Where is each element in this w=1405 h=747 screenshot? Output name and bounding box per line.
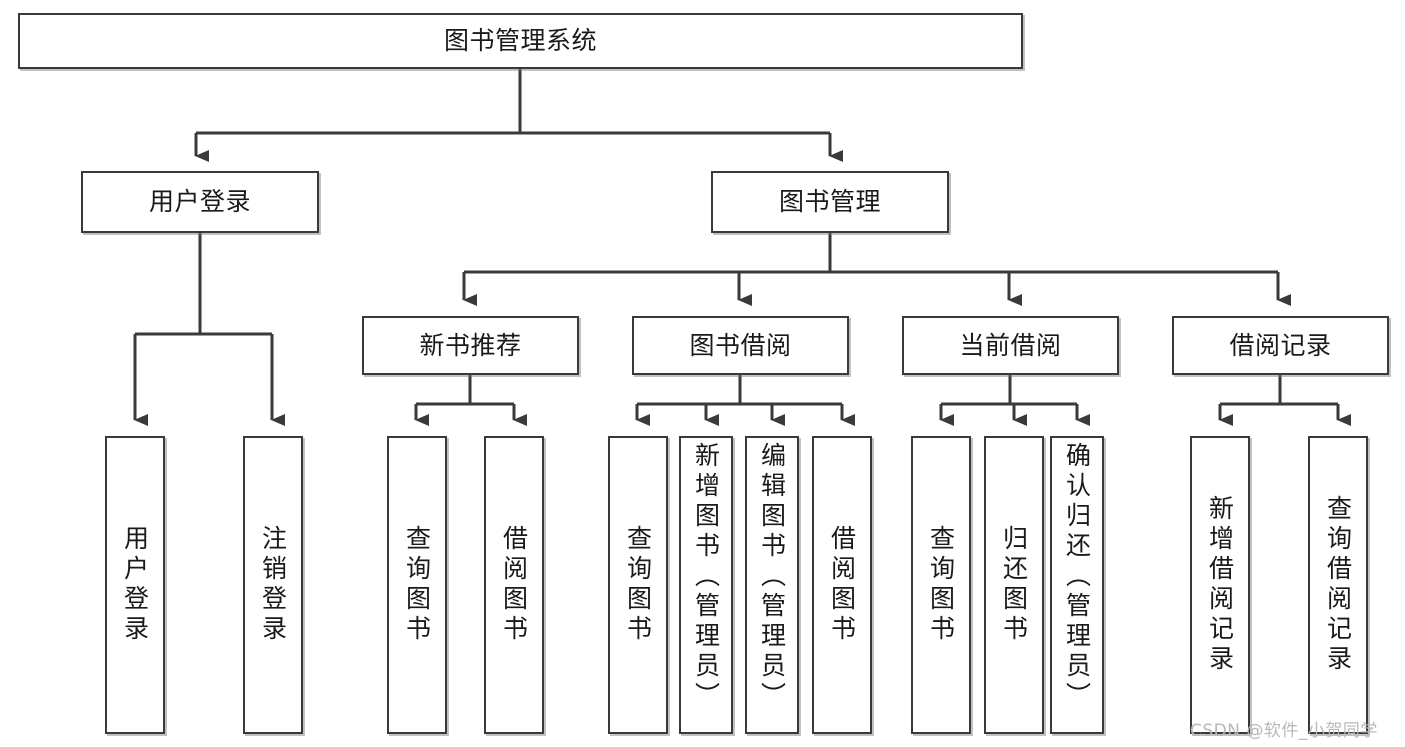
leaf-add-borrow-record-label: 新增借阅记录: [1205, 495, 1235, 675]
leaf-borrow-book-recommend[interactable]: 借阅图书: [484, 436, 544, 734]
node-new-book-recommend-label: 新书推荐: [419, 330, 522, 360]
node-root-label: 图书管理系统: [443, 26, 597, 56]
leaf-query-book-current[interactable]: 查询图书: [911, 436, 971, 734]
node-book-management[interactable]: 图书管理: [711, 171, 949, 233]
leaf-query-borrow-record[interactable]: 查询借阅记录: [1308, 436, 1368, 734]
csdn-watermark: CSDN @软件_小贺同学: [1190, 721, 1378, 741]
leaf-borrow-book[interactable]: 借阅图书: [812, 436, 872, 734]
leaf-edit-book-admin[interactable]: 编辑图书（管理员）: [745, 436, 799, 734]
leaf-add-book-admin[interactable]: 新增图书（管理员）: [679, 436, 733, 734]
node-current-borrow-label: 当前借阅: [959, 330, 1062, 360]
leaf-logout[interactable]: 注销登录: [243, 436, 303, 734]
leaf-user-login-label: 用户登录: [120, 525, 150, 645]
leaf-return-book-label: 归还图书: [999, 525, 1029, 645]
leaf-logout-label: 注销登录: [258, 525, 288, 645]
node-user-login-label: 用户登录: [148, 187, 251, 217]
leaf-query-book-borrow-label: 查询图书: [623, 525, 653, 645]
node-book-management-label: 图书管理: [778, 187, 881, 217]
leaf-query-borrow-record-label: 查询借阅记录: [1323, 495, 1353, 675]
leaf-query-book-recommend-label: 查询图书: [402, 525, 432, 645]
leaf-edit-book-admin-label: 编辑图书（管理员）: [757, 442, 787, 712]
leaf-add-book-admin-label: 新增图书（管理员）: [691, 442, 721, 712]
node-current-borrow[interactable]: 当前借阅: [902, 316, 1119, 375]
node-root[interactable]: 图书管理系统: [18, 13, 1023, 69]
leaf-borrow-book-recommend-label: 借阅图书: [499, 525, 529, 645]
leaf-borrow-book-label: 借阅图书: [827, 525, 857, 645]
node-borrow-record-label: 借阅记录: [1229, 330, 1332, 360]
node-new-book-recommend[interactable]: 新书推荐: [362, 316, 579, 375]
node-book-borrow-label: 图书借阅: [689, 330, 792, 360]
leaf-confirm-return-admin[interactable]: 确认归还（管理员）: [1050, 436, 1104, 734]
leaf-query-book-current-label: 查询图书: [926, 525, 956, 645]
leaf-user-login[interactable]: 用户登录: [105, 436, 165, 734]
leaf-query-book-borrow[interactable]: 查询图书: [608, 436, 668, 734]
node-user-login[interactable]: 用户登录: [81, 171, 319, 233]
leaf-return-book[interactable]: 归还图书: [984, 436, 1044, 734]
node-book-borrow[interactable]: 图书借阅: [632, 316, 849, 375]
leaf-confirm-return-admin-label: 确认归还（管理员）: [1062, 442, 1092, 712]
node-borrow-record[interactable]: 借阅记录: [1172, 316, 1389, 375]
leaf-query-book-recommend[interactable]: 查询图书: [387, 436, 447, 734]
leaf-add-borrow-record[interactable]: 新增借阅记录: [1190, 436, 1250, 734]
